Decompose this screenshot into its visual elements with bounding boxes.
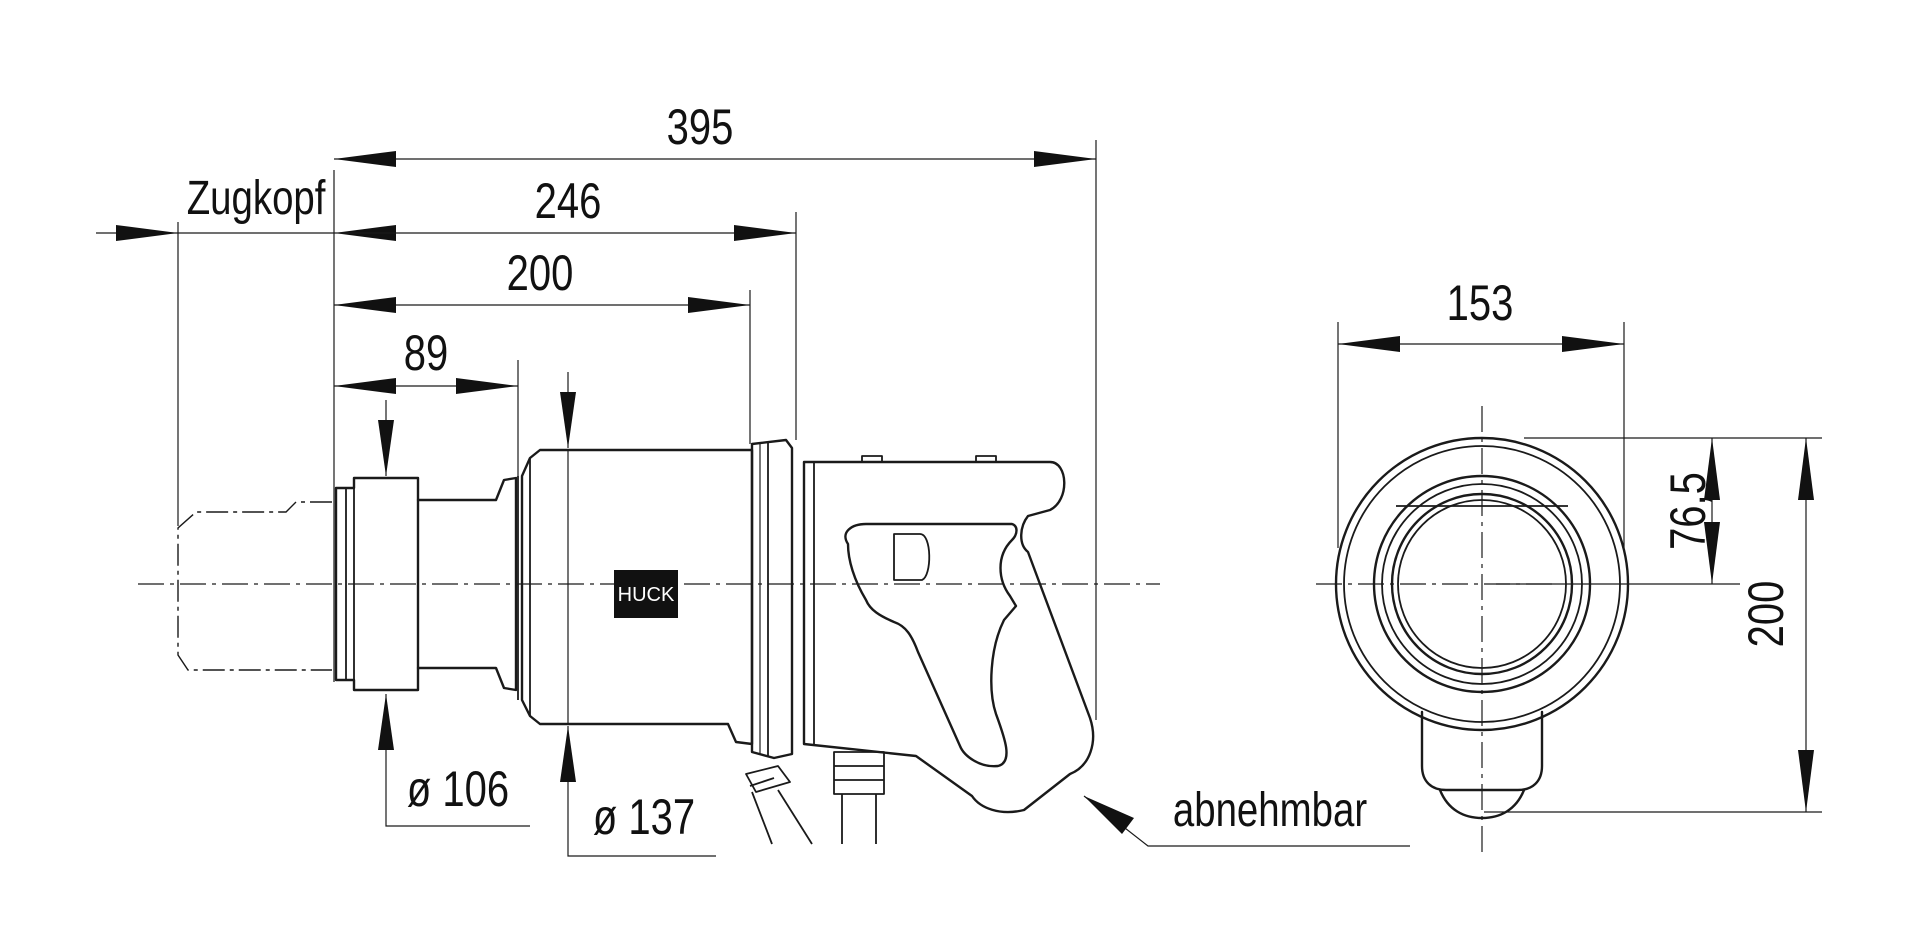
side-view: HUCK Zugkopf — [96, 99, 1410, 857]
dim-nose-diameter — [378, 400, 530, 827]
dim-body-length-value: 246 — [535, 173, 602, 229]
brand-badge — [614, 570, 678, 618]
front-view: 153 76,5 200 — [1316, 275, 1822, 858]
hose-connector-left — [745, 765, 813, 845]
dim-center-offset — [1704, 438, 1720, 584]
handle-housing — [802, 460, 1095, 814]
dim-overall-length-value: 395 — [667, 99, 734, 155]
dim-front-height-value: 200 — [1738, 581, 1794, 648]
leader-removable — [1083, 795, 1410, 847]
dim-nose-diameter-value: ø 106 — [407, 761, 509, 817]
nose-neck — [416, 476, 518, 692]
main-body — [520, 448, 754, 746]
dim-front-height — [1798, 438, 1814, 812]
handle-grip-cutout — [844, 522, 1018, 768]
hose-connector-right — [833, 751, 885, 844]
dim-body-diameter-value: ø 137 — [593, 789, 695, 845]
label-pulling-head: Zugkopf — [187, 172, 327, 225]
dim-nose-length-value: 89 — [404, 325, 448, 381]
dim-front-width-value: 153 — [1447, 275, 1514, 331]
dim-center-offset-value: 76,5 — [1660, 472, 1716, 550]
trigger — [893, 533, 931, 581]
side-extension-lines — [177, 140, 1097, 720]
dim-nose-length — [334, 378, 518, 394]
dim-front-length — [334, 297, 750, 313]
pulling-head-outline — [177, 501, 332, 671]
valve-cap — [1438, 788, 1526, 820]
dim-overall-length — [334, 151, 1096, 167]
label-removable: abnehmbar — [1173, 784, 1367, 837]
front-extension-lines — [1337, 322, 1822, 813]
valve-housing — [1420, 710, 1544, 792]
dim-body-length — [334, 225, 796, 241]
dim-body-diameter — [560, 372, 716, 857]
nose-collar — [334, 476, 420, 692]
brand-label: HUCK — [618, 584, 675, 606]
dim-front-width — [1338, 336, 1624, 352]
body-flange — [750, 438, 794, 760]
dim-front-length-value: 200 — [507, 245, 574, 301]
